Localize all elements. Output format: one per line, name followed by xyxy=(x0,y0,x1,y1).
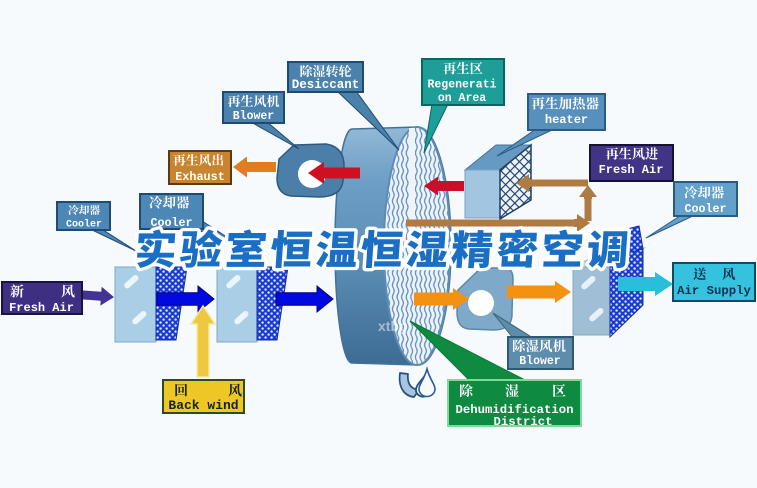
svg-text:Regenerati: Regenerati xyxy=(427,79,496,92)
svg-text:Blower: Blower xyxy=(519,355,561,368)
svg-text:Desiccant: Desiccant xyxy=(292,78,360,92)
svg-text:heater: heater xyxy=(545,113,588,127)
svg-text:Cooler: Cooler xyxy=(684,202,726,216)
svg-text:Back wind: Back wind xyxy=(168,398,238,413)
svg-text:District: District xyxy=(493,415,552,429)
svg-text:Exhaust: Exhaust xyxy=(175,170,225,184)
svg-text:xtbg: xtbg xyxy=(378,318,408,334)
svg-text:Cooler: Cooler xyxy=(66,219,102,231)
svg-text:Air Supply: Air Supply xyxy=(677,284,751,298)
svg-text:Fresh Air: Fresh Air xyxy=(9,301,74,315)
svg-text:Blower: Blower xyxy=(233,110,275,123)
svg-text:Dehumidification: Dehumidification xyxy=(455,403,573,417)
svg-text:on Area: on Area xyxy=(438,92,486,105)
svg-text:Fresh Air: Fresh Air xyxy=(599,163,664,177)
